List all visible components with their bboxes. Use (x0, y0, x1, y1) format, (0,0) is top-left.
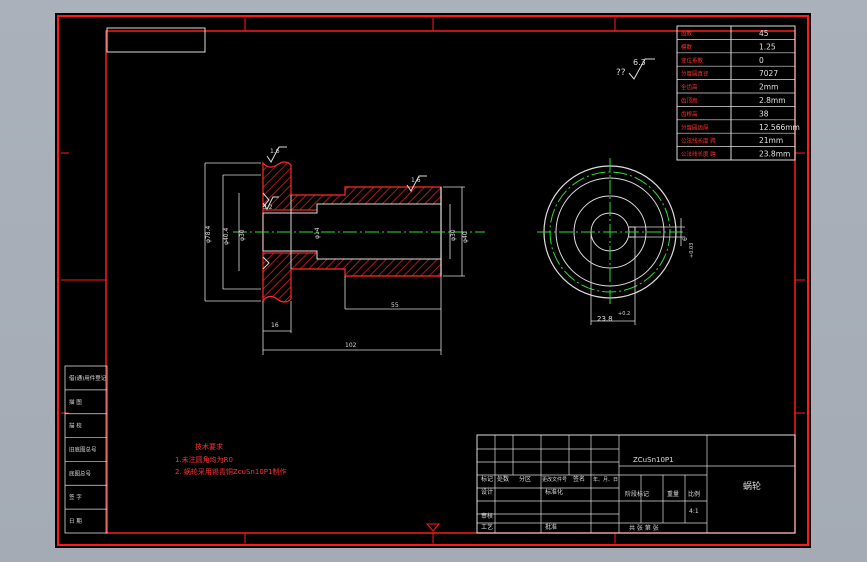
roughness-face-b: 3.2 (263, 204, 273, 211)
side-label: 描 校 (69, 422, 82, 430)
gear-parameter-table: 齿数 45 模数 1.25 变位系数 0 分度圆直径 7027 全齿高 2mm 齿顶高 2.8mm 齿根… (676, 25, 800, 161)
tb-scale-value: 4:1 (689, 508, 699, 515)
dim-keyway: 23.8 (597, 315, 613, 323)
param-value: 1.25 (759, 42, 776, 51)
tech-req-item-2: 2. 蜗轮采用锡青铜ZcuSn10P1制作 (175, 467, 286, 476)
tb-part-name: 蜗轮 (743, 480, 761, 492)
tb-mark-label: 标记 (481, 475, 493, 483)
tb-count-label: 处数 (497, 475, 509, 483)
param-label: 分度圆直径 (681, 70, 709, 78)
tb-signature-label: 签名 (573, 475, 585, 483)
section-view (233, 161, 485, 303)
param-value: 0 (759, 56, 764, 65)
dim-flange-width: 16 (271, 322, 279, 329)
dimension-labels: φ78.4 φ40.4 φ30 φ14 φ40 φ30 16 102 55 (205, 226, 469, 350)
roughness-prefix: ?? (616, 68, 626, 78)
center-mark (425, 523, 441, 532)
side-label: 借(通)用件登记 (69, 374, 107, 382)
tb-standard-label: 标准化 (545, 488, 563, 496)
param-value: 2mm (759, 83, 778, 92)
param-value: 7027 (759, 69, 778, 78)
tech-req-item-1: 1.未注圆角均为R0 (175, 455, 233, 464)
roughness-face-c: 1.6 (411, 177, 421, 184)
dim-sleeve-end-diameter: φ30 (450, 229, 457, 241)
param-label: 公法线长度 跨 (681, 137, 716, 145)
dim-total-length: 102 (345, 342, 357, 349)
dim-flange-diameter: φ40.4 (223, 228, 230, 246)
dim-end-diameter: φ30 (239, 229, 246, 241)
side-label: 旧底图总号 (69, 446, 97, 454)
cad-drawing: 齿数 45 模数 1.25 变位系数 0 分度圆直径 7027 全齿高 2mm 齿顶高 2.8mm 齿根… (57, 15, 809, 546)
side-label: 底图总号 (69, 469, 92, 477)
param-value: 23.8mm (759, 150, 790, 159)
tb-sheet-label: 共 张 第 张 (629, 524, 659, 532)
param-label: 齿数 (681, 30, 693, 38)
tb-scale-label: 比例 (688, 490, 700, 498)
dim-sleeve-diameter: φ40 (462, 231, 469, 243)
param-value: 12.566mm (759, 123, 800, 132)
drawing-sheet: 齿数 45 模数 1.25 变位系数 0 分度圆直径 7027 全齿高 2mm 齿顶高 2.8mm 齿根… (55, 13, 811, 548)
side-label: 签 字 (69, 493, 82, 501)
tb-change-doc-label: 更改文件号 (542, 476, 567, 483)
tech-req-title: 技术要求 (195, 442, 223, 451)
roughness-face-a: 1.6 (270, 148, 280, 155)
end-view: 23.8 +0.2 6 +0.03 (537, 158, 695, 325)
inner-frame (105, 30, 796, 534)
dim-outer-diameter: φ78.4 (205, 226, 212, 244)
zone-markers (61, 18, 805, 543)
outer-frame (57, 15, 809, 546)
dim-keyway-tolerance: +0.2 (618, 311, 630, 317)
tb-process-label: 工艺 (481, 523, 493, 531)
tb-design-label: 设计 (481, 488, 493, 496)
section-roughness: 1.6 3.2 1.6 (262, 146, 427, 211)
drawing-number-box (106, 27, 206, 53)
param-label: 模数 (681, 43, 693, 51)
tb-approve-label: 批准 (545, 523, 557, 531)
dim-key-width: 6 (682, 237, 689, 241)
dim-bore-diameter: φ14 (314, 227, 321, 239)
param-label: 分度圆齿厚 (681, 123, 709, 131)
general-roughness: ?? 6.3 (616, 58, 655, 80)
tb-date-label: 年、月、日 (593, 476, 618, 483)
dimension-lines (204, 162, 465, 355)
title-block: 标记 处数 分区 更改文件号 签名 年、月、日 设计 标准化 阶段标记 重量 比… (476, 434, 796, 534)
param-label: 全齿高 (681, 83, 698, 91)
param-label: 齿根高 (681, 110, 698, 118)
param-value: 2.8mm (759, 96, 786, 105)
param-label: 变位系数 (681, 56, 704, 64)
dim-sleeve-length: 55 (391, 302, 399, 309)
technical-requirements: 技术要求 1.未注圆角均为R0 2. 蜗轮采用锡青铜ZcuSn10P1制作 (175, 442, 286, 476)
param-value: 38 (759, 109, 769, 118)
side-label: 日 期 (69, 518, 82, 525)
tb-review-label: 审核 (481, 512, 493, 520)
roughness-general-value: 6.3 (633, 58, 646, 67)
tb-material: ZCuSn10P1 (633, 456, 674, 464)
side-label: 描 图 (69, 398, 82, 406)
param-value: 21mm (759, 136, 783, 145)
param-label: 公法线长度 跨 (681, 150, 716, 158)
param-value: 45 (759, 29, 769, 38)
tb-zone-label: 分区 (519, 475, 531, 483)
param-label: 齿顶高 (681, 97, 698, 105)
dim-key-width-tolerance: +0.03 (689, 243, 695, 258)
tb-stage-label: 阶段标记 (625, 490, 649, 498)
tb-weight-label: 重量 (667, 490, 679, 498)
